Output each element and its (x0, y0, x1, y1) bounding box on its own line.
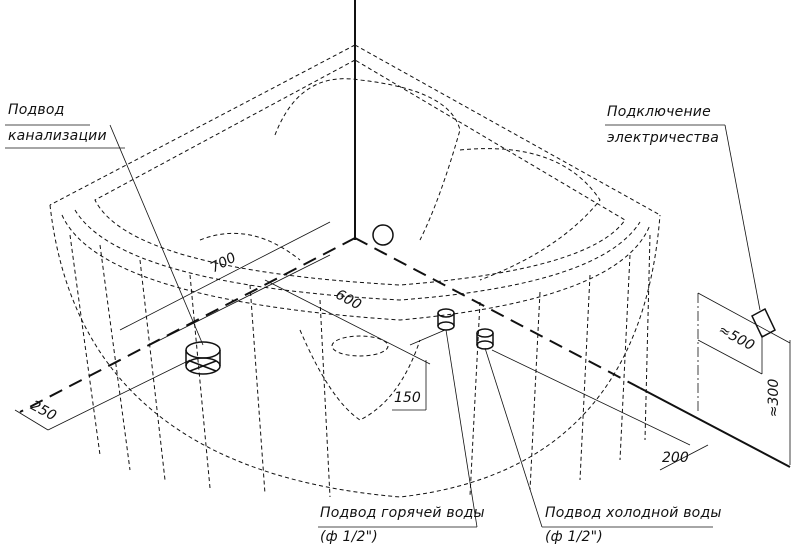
drain-label-line1: Подвод (8, 102, 65, 118)
drain-pipe (185, 341, 221, 375)
tub-outline (49, 44, 661, 498)
power-label-line1: Подключение (607, 104, 711, 120)
left-wall-line (19, 237, 356, 413)
dimension-150: 150 (394, 390, 421, 406)
drain-label-line2: канализации (8, 128, 107, 144)
jet-nozzle (372, 224, 394, 246)
dimension-300: ≈300 (766, 378, 783, 418)
power-outlet-box (751, 307, 776, 339)
cold-water-label-line2: (ф 1/2") (545, 529, 603, 545)
hot-water-pipe (437, 308, 455, 331)
hot-water-label-line2: (ф 1/2") (320, 529, 378, 545)
dimension-lines (5, 124, 791, 528)
dimension-200: 200 (662, 450, 689, 466)
hot-water-label-line1: Подвод горячей воды (320, 505, 485, 521)
right-wall-solid (639, 387, 791, 468)
right-wall-line (354, 237, 641, 389)
cold-water-pipe (476, 328, 494, 350)
cold-water-label-line1: Подвод холодной воды (545, 505, 722, 521)
power-label-line2: электричества (607, 130, 720, 146)
